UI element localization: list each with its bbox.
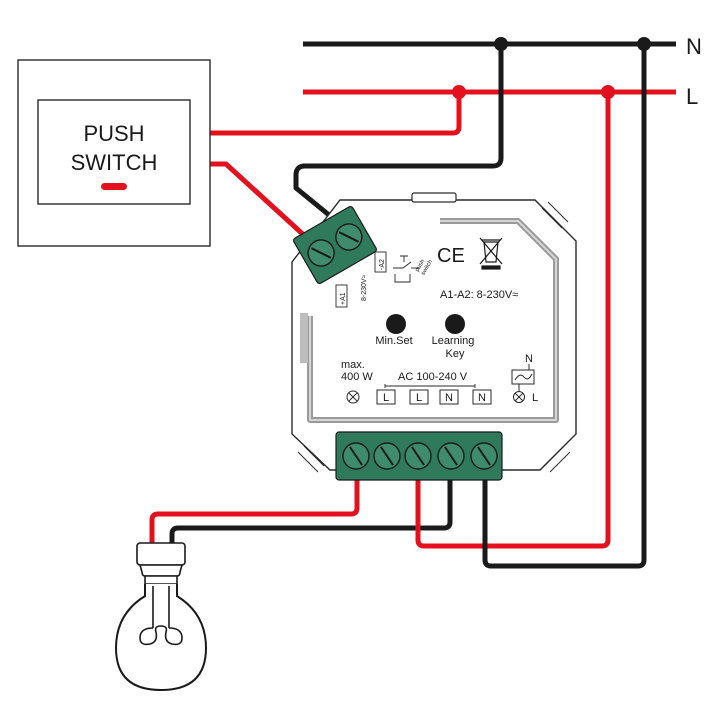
learning-key-label: Key <box>446 348 465 360</box>
control-input-voltage: A1-A2: 8-230V≈ <box>440 289 518 301</box>
a2-neutral-wire <box>293 41 504 227</box>
supply-live-wire <box>415 89 611 549</box>
max-power-label: 400 W <box>341 371 373 383</box>
a-voltage-label: 8-230V≈ <box>361 274 368 301</box>
lamp-symbol-icon <box>346 390 360 404</box>
light-bulb-icon <box>114 542 208 692</box>
ce-mark: CE <box>437 245 465 267</box>
switch-live-wire <box>207 89 462 136</box>
terminal-label-l1: L <box>383 392 389 404</box>
supply-neutral-wire <box>482 41 647 569</box>
push-switch-label: SWITCH <box>71 150 158 175</box>
push-switch-symbol <box>393 255 420 283</box>
weee-bin-icon <box>479 237 503 270</box>
relay-n-label: N <box>525 353 533 365</box>
terminal-label-n2: N <box>478 392 486 404</box>
a2-label: -A2 <box>379 259 386 270</box>
lamp-live-wire <box>149 475 360 548</box>
switch-indicator <box>101 183 127 190</box>
neutral-bus-label: N <box>686 34 702 59</box>
relay-l-label: L <box>532 392 538 404</box>
relay-symbol-icon: N L <box>511 353 538 404</box>
min-set-button[interactable] <box>386 314 406 334</box>
control-terminal-block <box>293 205 377 285</box>
live-bus-label: L <box>686 84 698 109</box>
max-power-label: max. <box>341 359 365 371</box>
terminal-label-l2: L <box>416 392 422 404</box>
learning-key-label: Learning <box>432 335 475 347</box>
controller-module: +A1 -A2 8-230V≈ push switch CE <box>291 192 577 481</box>
a1-label: +A1 <box>340 292 347 305</box>
push-switch-small-label: push <box>415 259 427 273</box>
main-terminal-block <box>335 431 503 481</box>
min-set-label: Min.Set <box>375 335 412 347</box>
supply-voltage-label: AC 100-240 V <box>398 371 468 383</box>
push-switch: PUSH SWITCH <box>17 59 211 247</box>
push-switch-label: PUSH <box>83 121 144 146</box>
switch-output-wire <box>207 161 321 251</box>
lamp-neutral-wire <box>169 475 453 548</box>
terminal-label-n1: N <box>445 392 453 404</box>
learning-key-button[interactable] <box>445 314 465 334</box>
